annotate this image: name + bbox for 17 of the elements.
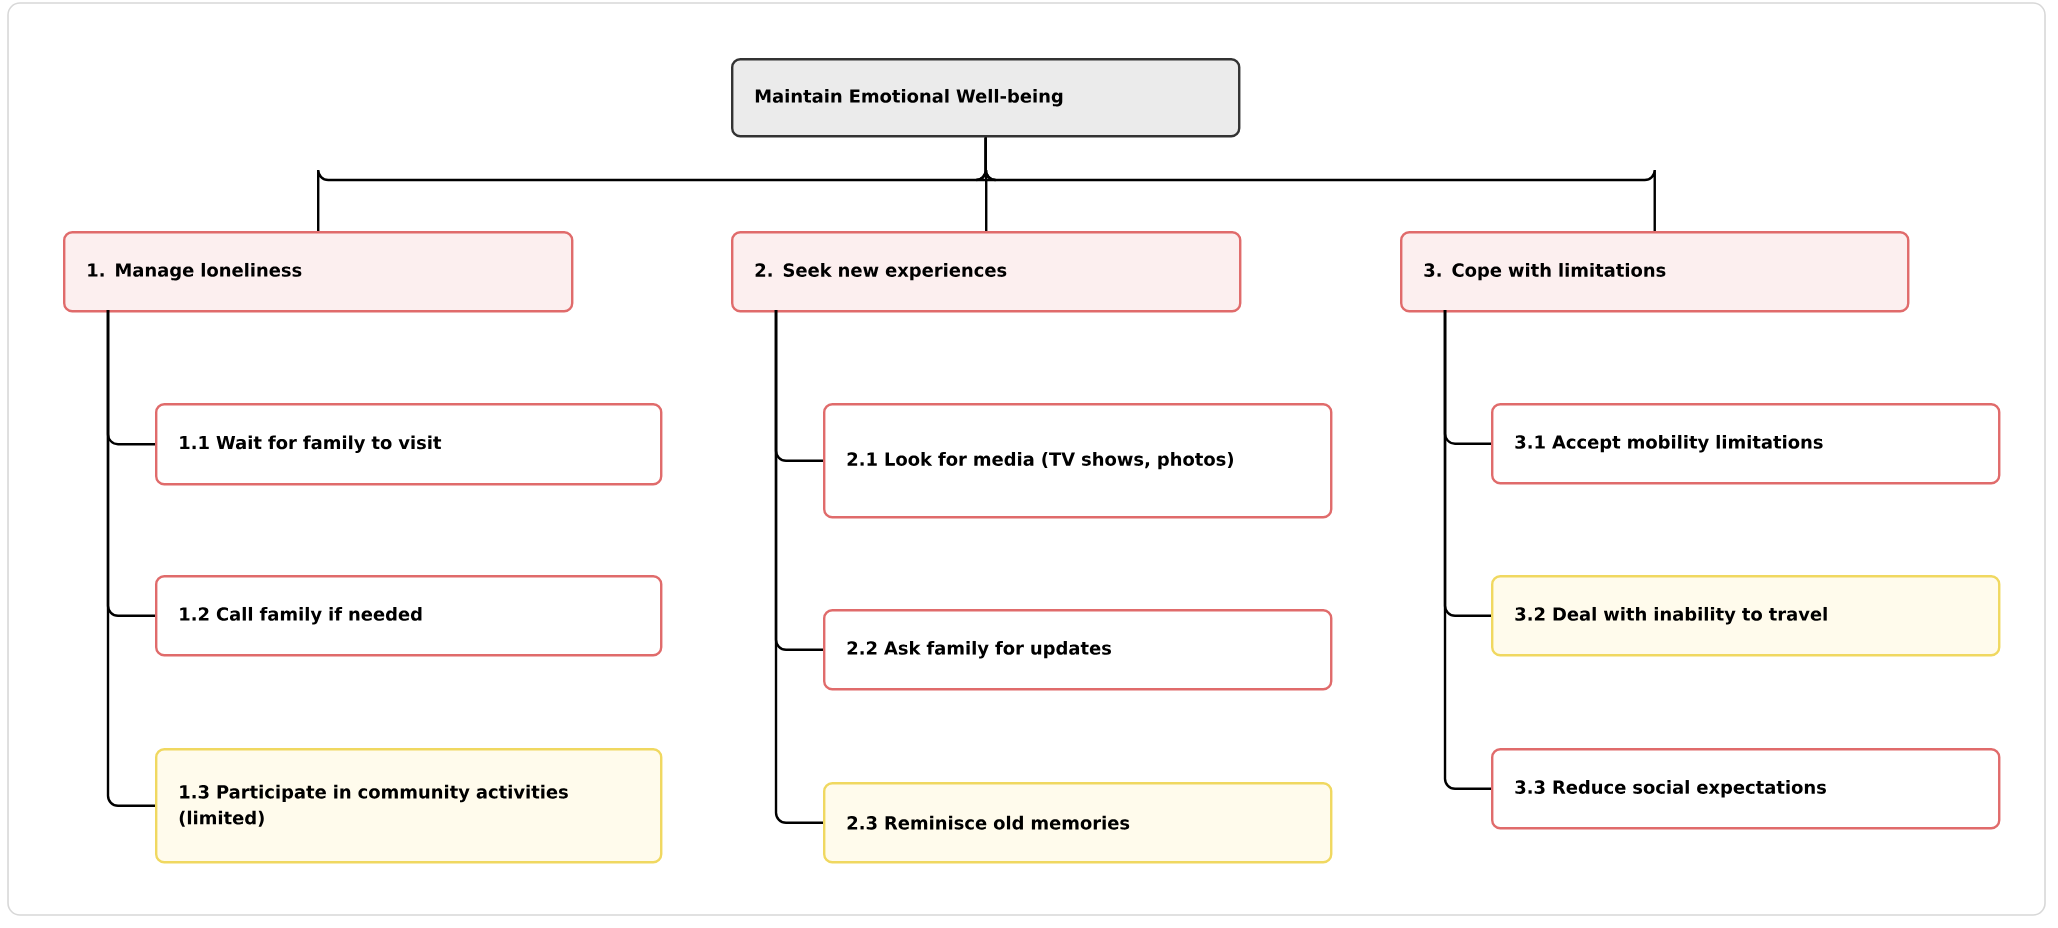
category-box: 1. Manage loneliness <box>63 231 574 313</box>
task-box: 1.3 Participate in community activities (limited) <box>155 748 663 864</box>
task-box: 2.3 Reminisce old memories <box>823 782 1333 864</box>
task-box: 3.1 Accept mobility limitations <box>1491 403 2001 485</box>
root-box: Maintain Emotional Well-being <box>731 58 1241 138</box>
connector-line <box>774 310 823 824</box>
category-box: 2. Seek new experiences <box>731 231 1242 313</box>
category-box: 3. Cope with limitations <box>1400 231 1910 313</box>
connector-line <box>984 137 1656 231</box>
task-box: 3.2 Deal with inability to travel <box>1491 575 2001 657</box>
task-box: 2.2 Ask family for updates <box>823 609 1333 691</box>
task-box: 1.2 Call family if needed <box>155 575 663 657</box>
connector-line <box>106 310 155 807</box>
task-box: 2.1 Look for media (TV shows, photos) <box>823 403 1333 519</box>
task-box: 3.3 Reduce social expectations <box>1491 748 2001 830</box>
task-box: 1.1 Wait for family to visit <box>155 403 663 486</box>
connector-line <box>1443 310 1491 790</box>
